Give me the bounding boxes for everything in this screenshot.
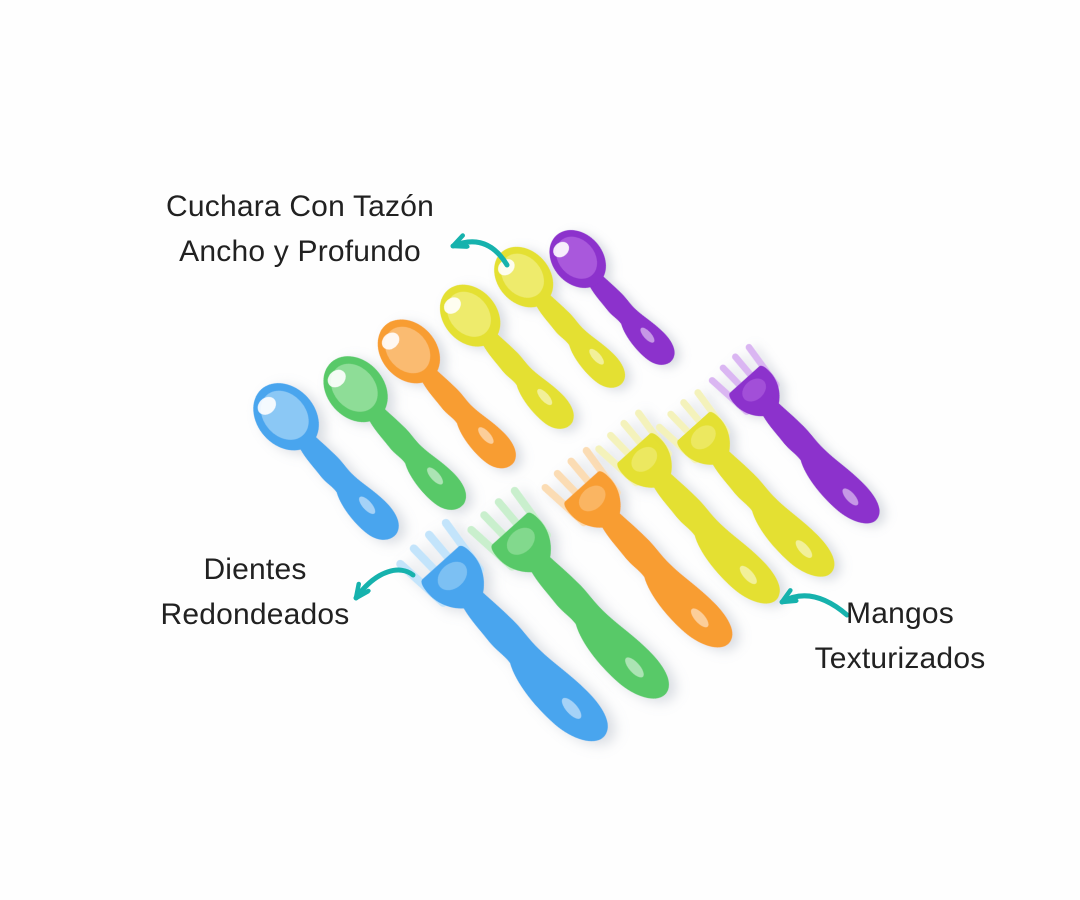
annotation-arrow-cuchara bbox=[450, 242, 510, 268]
handle-glint bbox=[690, 608, 709, 628]
annotation-arrow-dientes bbox=[353, 567, 416, 601]
handle-glint bbox=[589, 348, 604, 365]
handle-glint bbox=[561, 697, 582, 719]
fork-orange-8 bbox=[541, 446, 733, 648]
spoon-yellow-3 bbox=[439, 284, 574, 429]
handle-glint bbox=[427, 467, 443, 485]
fork-green-7 bbox=[467, 486, 669, 699]
spoon-orange-2 bbox=[377, 319, 516, 469]
label-line: Mangos bbox=[846, 597, 954, 630]
annotation-arrow-mangos bbox=[779, 596, 850, 618]
spoon-green-1 bbox=[323, 356, 467, 510]
handle-glint bbox=[359, 496, 376, 514]
fork-purple-11 bbox=[708, 343, 880, 524]
spoon-blue-0 bbox=[253, 383, 399, 540]
bowl-highlight bbox=[444, 297, 461, 314]
handle-glint bbox=[739, 565, 757, 585]
label-line: Ancho y Profundo bbox=[179, 235, 421, 268]
spoon-yellow-4 bbox=[494, 246, 626, 388]
handle-glint bbox=[537, 389, 553, 406]
bowl-highlight bbox=[553, 241, 570, 258]
handle-glint bbox=[795, 540, 813, 558]
bowl-highlight bbox=[381, 332, 400, 350]
handle-glint bbox=[478, 427, 494, 444]
fork-yellow-10 bbox=[655, 389, 835, 577]
handle-glint bbox=[640, 327, 655, 343]
handle-glint bbox=[842, 488, 859, 506]
label-line: Cuchara Con Tazón bbox=[165, 190, 435, 223]
label-line: Redondeados bbox=[160, 598, 350, 631]
annotation-label-mangos: Mangos Texturizados bbox=[815, 591, 986, 681]
annotation-label-cuchara: Cuchara Con Tazón Ancho y Profundo bbox=[166, 184, 434, 274]
handle-glint bbox=[625, 657, 644, 678]
label-line: Texturizados bbox=[814, 642, 986, 675]
fork-yellow-9 bbox=[595, 409, 780, 604]
bowl-highlight bbox=[327, 369, 346, 388]
annotation-label-dientes: Dientes Redondeados bbox=[160, 547, 349, 637]
fork-blue-6 bbox=[396, 518, 608, 742]
spoon-purple-5 bbox=[549, 230, 675, 365]
bowl-highlight bbox=[257, 396, 276, 415]
label-line: Dientes bbox=[203, 553, 307, 586]
